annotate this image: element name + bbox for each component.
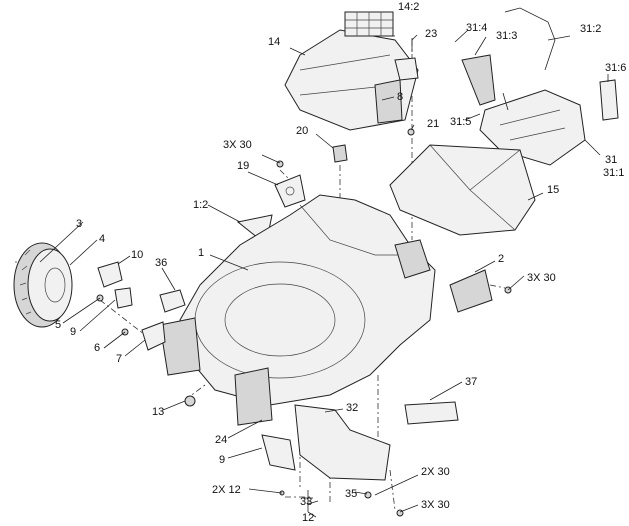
label-19: 19 [237, 160, 249, 172]
label-5: 5 [55, 319, 61, 331]
label-2x12: 2X 12 [212, 484, 241, 496]
bag-frame-31-part [461, 7, 619, 166]
label-31-1: 31:1 [603, 167, 624, 179]
label-3x30-top: 3X 30 [223, 139, 252, 151]
label-10: 10 [131, 249, 143, 261]
label-33: 33 [300, 496, 312, 508]
part-5-9-6-7-bracket [96, 287, 166, 351]
part-13-nut [184, 395, 196, 407]
label-20: 20 [296, 125, 308, 137]
part-10-height-knob [97, 261, 123, 288]
label-12: 12 [302, 512, 314, 524]
leader-lines [39, 29, 609, 518]
label-3x30-right: 3X 30 [527, 272, 556, 284]
label-3x30-bottom: 3X 30 [421, 499, 450, 511]
wheel-part [13, 242, 73, 328]
label-13: 13 [152, 406, 164, 418]
label-9-upper: 9 [70, 326, 76, 338]
mower-deck-part [159, 194, 493, 426]
label-31-2: 31:2 [580, 23, 601, 35]
label-24: 24 [215, 434, 227, 446]
label-6: 6 [94, 342, 100, 354]
label-9-lower: 9 [219, 454, 225, 466]
part-20-clip [332, 144, 348, 163]
label-4: 4 [99, 233, 105, 245]
label-21: 21 [427, 118, 439, 130]
label-7: 7 [116, 353, 122, 365]
label-32: 32 [346, 402, 358, 414]
callout-labels: 14:2 14 23 31:4 31:3 31:2 31:6 8 21 31:5… [55, 1, 626, 524]
label-3: 3 [76, 218, 82, 230]
part-24-9b-shield [261, 434, 296, 471]
label-35: 35 [345, 488, 357, 500]
label-14: 14 [268, 36, 280, 48]
label-15: 15 [547, 184, 559, 196]
part-36-lever [159, 289, 186, 313]
label-8: 8 [397, 91, 403, 103]
label-2: 2 [498, 253, 504, 265]
decal-14-2-part [344, 11, 394, 37]
label-1: 1 [198, 247, 204, 259]
label-31: 31 [605, 154, 617, 166]
label-1-2: 1:2 [193, 199, 208, 211]
part-19-bracket [274, 174, 306, 208]
label-31-4: 31:4 [466, 22, 487, 34]
label-31-3: 31:3 [496, 30, 517, 42]
part-32-bracket [294, 404, 391, 481]
label-36: 36 [155, 257, 167, 269]
rear-door-part [284, 29, 419, 131]
label-2x30: 2X 30 [421, 466, 450, 478]
label-23: 23 [425, 28, 437, 40]
label-31-5: 31:5 [450, 116, 471, 128]
label-31-6: 31:6 [605, 62, 626, 74]
label-14-2: 14:2 [398, 1, 419, 13]
label-37: 37 [465, 376, 477, 388]
part-21-nut [407, 128, 415, 136]
part-37-decal [404, 401, 459, 425]
discharge-chute-part [389, 144, 536, 236]
